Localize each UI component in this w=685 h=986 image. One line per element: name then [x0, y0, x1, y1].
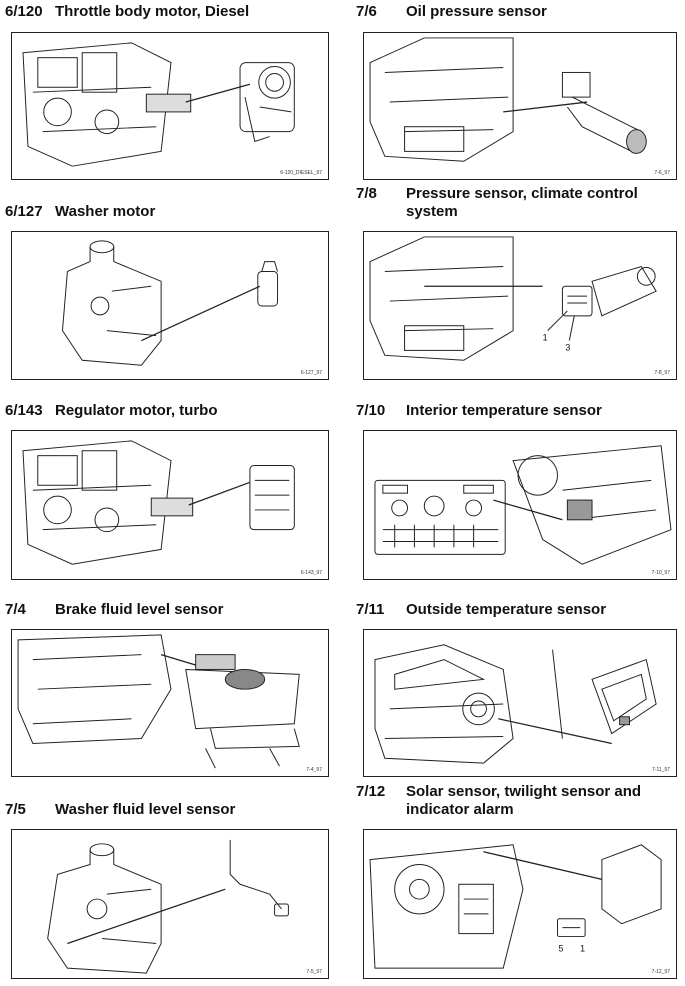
component-title: Solar sensor, twilight sensor and [406, 783, 642, 800]
component-title: Washer fluid level sensor [55, 801, 236, 818]
illustration-outside-temperature-sensor: 7-11_97 [363, 629, 677, 777]
component-code: 7/12 [356, 783, 386, 800]
pin-label: 3 [565, 342, 570, 352]
mirror-sensor-drawing [374, 644, 657, 764]
component-title: Washer motor [55, 203, 156, 220]
component-code: 7/10 [356, 402, 386, 419]
figure-reference: 6-127_97 [300, 370, 322, 376]
component-code: 7/4 [5, 601, 26, 618]
component-title: Brake fluid level sensor [55, 601, 224, 618]
illustration-washer-fluid-sensor: 7-5_97 [11, 829, 329, 979]
illustration-throttle-body-motor: 6-120_DIESEL_97 [11, 32, 329, 180]
illustration-climate-pressure-sensor: 1 3 7-8_97 [363, 231, 677, 380]
component-title: Oil pressure sensor [406, 3, 547, 20]
component-code: 7/5 [5, 801, 26, 818]
component-title: Throttle body motor, Diesel [55, 3, 250, 20]
component-title: Interior temperature sensor [406, 402, 602, 419]
engine-regulator-drawing [22, 440, 295, 565]
figure-reference: 7-12_97 [651, 969, 670, 975]
pin-label: 1 [580, 943, 585, 953]
component-title-line2: system [406, 203, 458, 220]
figure-reference: 7-8_97 [654, 370, 670, 376]
illustration-interior-temperature-sensor: 7-10_97 [363, 430, 677, 580]
figure-reference: 6-120_DIESEL_97 [280, 170, 322, 176]
engine-throttle-drawing [22, 42, 295, 167]
pin-label: 5 [558, 943, 563, 953]
climate-panel-drawing [374, 445, 672, 565]
component-title: Pressure sensor, climate control [406, 185, 638, 202]
oil-pressure-drawing [369, 37, 647, 162]
brake-reservoir-drawing [17, 634, 300, 769]
figure-reference: 7-11_97 [652, 767, 670, 773]
illustration-regulator-motor: 6-143_97 [11, 430, 329, 580]
figure-reference: 7-4_97 [306, 767, 322, 773]
washer-reservoir-drawing [61, 240, 279, 366]
component-code: 7/6 [356, 3, 377, 20]
figure-reference: 6-143_97 [300, 570, 322, 576]
illustration-brake-fluid-sensor: 7-4_97 [11, 629, 329, 777]
figure-reference: 7-10_97 [651, 570, 670, 576]
component-code: 7/11 [356, 601, 385, 618]
component-title: Regulator motor, turbo [55, 402, 218, 419]
component-code: 6/143 [5, 402, 43, 419]
dashboard-sensor-drawing: 5 1 [369, 844, 662, 969]
component-title: Outside temperature sensor [406, 601, 607, 618]
component-title-line2: indicator alarm [406, 801, 514, 818]
climate-pressure-drawing: 1 3 [369, 236, 657, 361]
component-code: 7/8 [356, 185, 377, 202]
illustration-oil-pressure-sensor: 7-6_97 [363, 32, 677, 180]
component-code: 6/120 [5, 3, 43, 20]
washer-fluid-drawing [47, 839, 289, 974]
component-code: 6/127 [5, 203, 43, 220]
figure-reference: 7-6_97 [654, 170, 670, 176]
figure-reference: 7-5_97 [306, 969, 322, 975]
illustration-solar-twilight-sensor: 5 1 7-12_97 [363, 829, 677, 979]
pin-label: 1 [543, 333, 548, 343]
illustration-washer-motor: 6-127_97 [11, 231, 329, 380]
